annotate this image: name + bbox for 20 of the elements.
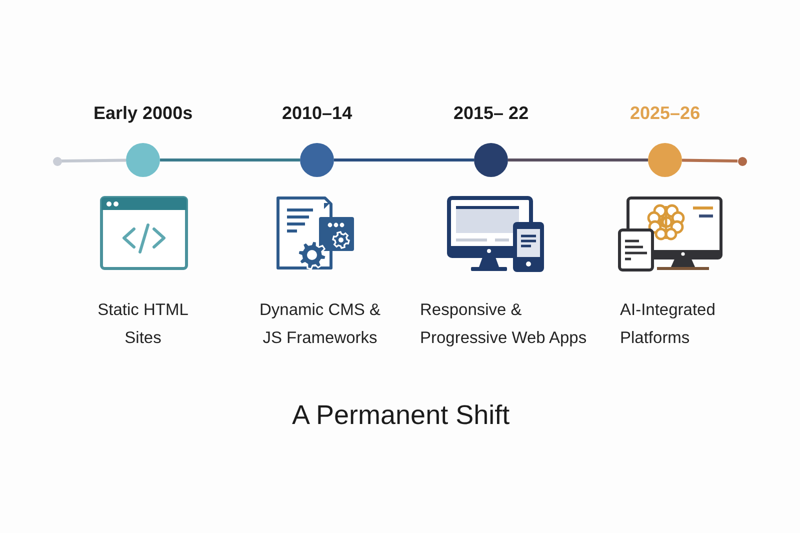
timeline-segment bbox=[61, 158, 126, 162]
milestone-label: Responsive & Progressive Web Apps bbox=[420, 300, 588, 349]
milestone-label: Static HTML Sites bbox=[97, 300, 189, 349]
title: A Permanent Shift bbox=[292, 399, 510, 431]
year-label: 2025–26 bbox=[630, 102, 700, 124]
endpoint-dot bbox=[52, 156, 62, 166]
milestone-dot bbox=[300, 143, 334, 177]
year-label: 2010–14 bbox=[282, 102, 352, 124]
milestone-label: Dynamic CMS & JS Frameworks bbox=[258, 300, 382, 349]
year-label: 2015– 22 bbox=[454, 102, 529, 124]
milestone-dot bbox=[648, 143, 682, 177]
timeline-segment bbox=[160, 158, 300, 162]
milestone-dot bbox=[126, 143, 160, 177]
year-label: Early 2000s bbox=[94, 102, 193, 124]
milestone-label: AI-Integrated Platforms bbox=[620, 300, 716, 349]
endpoint-dot bbox=[738, 156, 746, 166]
timeline-segment bbox=[334, 158, 474, 162]
timeline-segment bbox=[508, 158, 648, 162]
timeline-segment bbox=[682, 158, 738, 162]
milestone-dot bbox=[474, 143, 508, 177]
